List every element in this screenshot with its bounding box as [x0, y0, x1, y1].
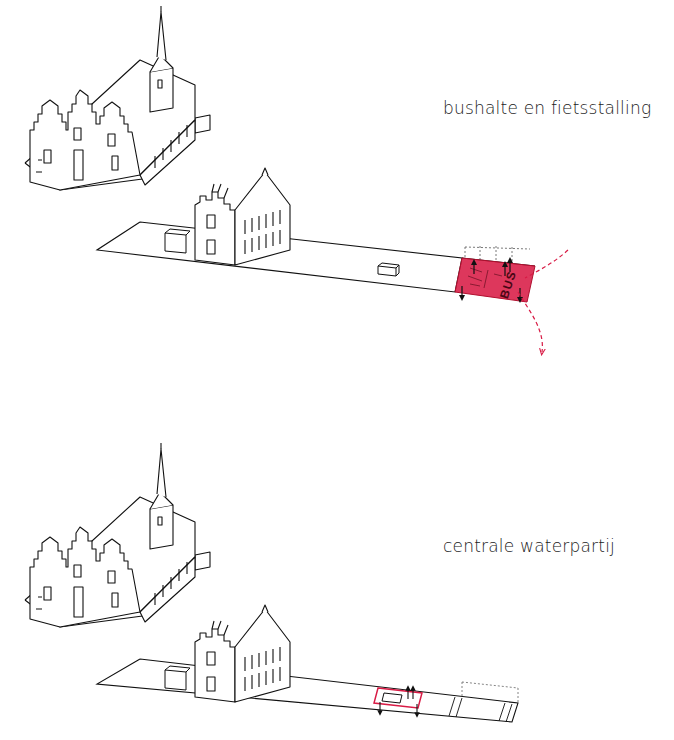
scene-caption: bushalte en fietsstalling — [443, 98, 651, 118]
scene-caption: centrale waterpartij — [443, 536, 615, 556]
